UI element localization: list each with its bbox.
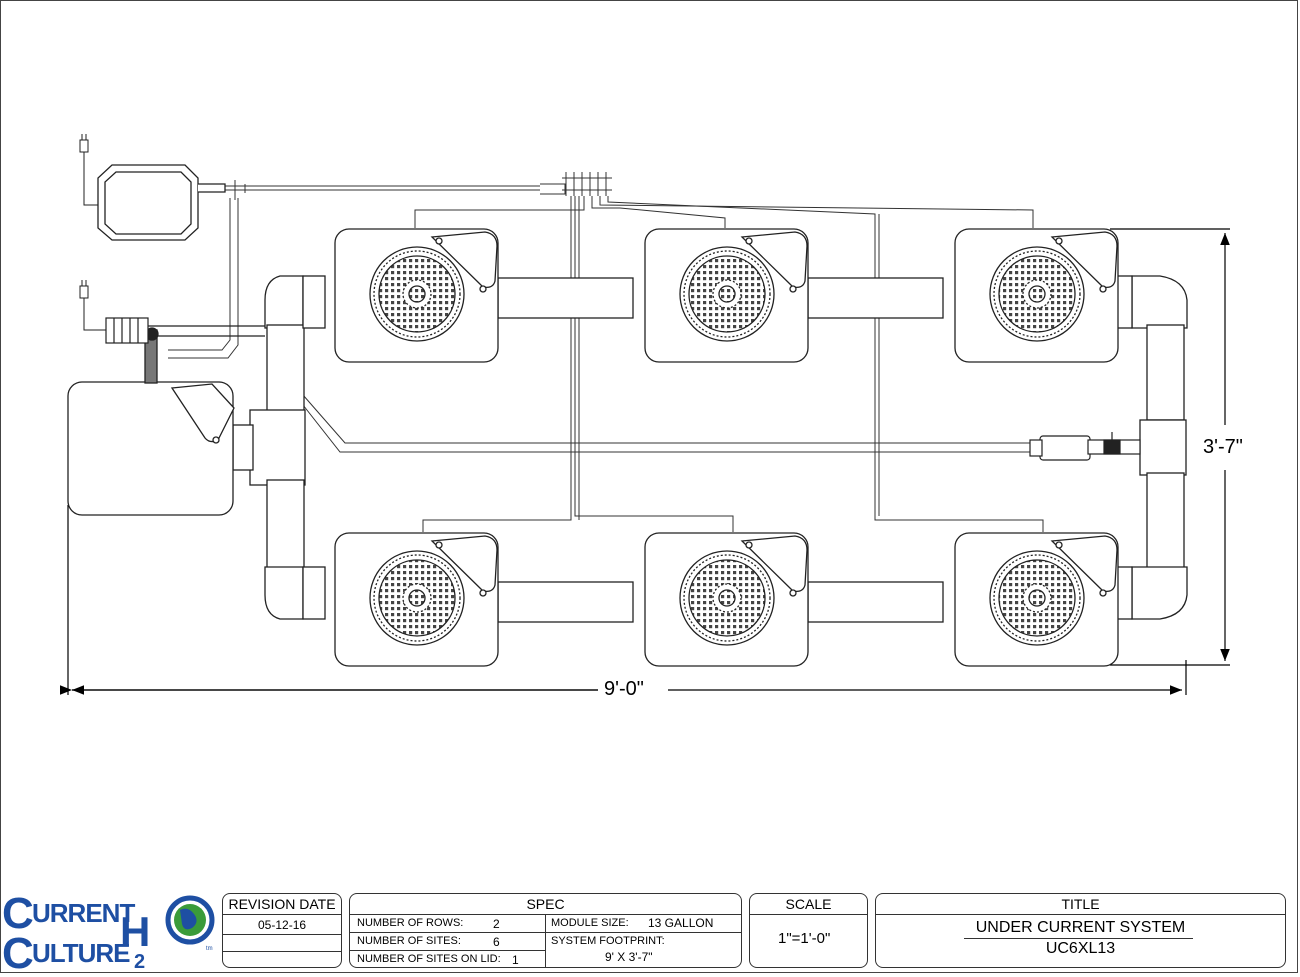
revision-date: 05-12-16	[258, 918, 307, 932]
height-dimension-line	[1110, 228, 1230, 666]
grow-module-5	[644, 532, 809, 667]
system-layout-drawing	[60, 134, 1230, 695]
current-culture-logo: C C H 2 URRENT ULTURE tm	[2, 888, 217, 977]
footprint-value: 9' X 3'-7"	[605, 950, 653, 964]
title-block: TITLE UNDER CURRENT SYSTEM UC6XL13	[875, 893, 1286, 968]
scale-value: 1"=1'-0"	[778, 930, 831, 947]
module-size-value: 13 GALLON	[648, 916, 714, 930]
module-size-label: MODULE SIZE:	[551, 917, 629, 929]
air-pump	[97, 164, 226, 241]
title-header: TITLE	[876, 894, 1285, 915]
logo-line1: URRENT	[32, 898, 135, 928]
shutoff-valve	[1029, 432, 1141, 461]
scale-header: SCALE	[750, 894, 867, 915]
svg-text:2: 2	[134, 951, 145, 972]
spec-header: SPEC	[350, 894, 741, 915]
control-reservoir	[67, 327, 235, 516]
logo-tm: tm	[206, 946, 213, 952]
svg-text:C: C	[2, 929, 34, 972]
air-tubing	[168, 172, 1044, 532]
grow-module-6	[954, 532, 1119, 667]
pvc-pipes	[232, 275, 1188, 623]
sites-label: NUMBER OF SITES:	[357, 935, 461, 947]
svg-text:H: H	[120, 908, 150, 955]
title-line2: UC6XL13	[1045, 940, 1116, 957]
rows-label: NUMBER OF ROWS:	[357, 917, 464, 929]
width-dimension-line	[60, 505, 1187, 695]
width-dimension-label: 9'-0"	[604, 678, 644, 700]
rows-value: 2	[493, 917, 500, 931]
title-line1: UNDER CURRENT SYSTEM	[975, 919, 1186, 936]
power-cords	[79, 134, 106, 331]
logo-line2: ULTURE	[32, 938, 131, 968]
lid-sites-value: 1	[512, 953, 519, 967]
revision-block: REVISION DATE 05-12-16	[222, 893, 342, 968]
grow-module-4	[334, 532, 499, 667]
spec-block: SPEC NUMBER OF ROWS: 2 NUMBER OF SITES: …	[349, 893, 742, 968]
lid-sites-label: NUMBER OF SITES ON LID:	[357, 953, 501, 965]
svg-text:C: C	[2, 889, 34, 938]
height-dimension-label: 3'-7"	[1203, 436, 1243, 458]
grow-module-3	[954, 228, 1119, 363]
revision-header: REVISION DATE	[223, 894, 341, 915]
sites-value: 6	[493, 935, 500, 949]
return-line	[302, 394, 1030, 453]
grow-module-1	[334, 228, 499, 363]
water-pump	[105, 317, 265, 344]
footprint-label: SYSTEM FOOTPRINT:	[551, 935, 665, 947]
scale-block: SCALE 1"=1'-0"	[749, 893, 868, 968]
grow-module-2	[644, 228, 809, 363]
grow-modules	[334, 228, 1119, 667]
